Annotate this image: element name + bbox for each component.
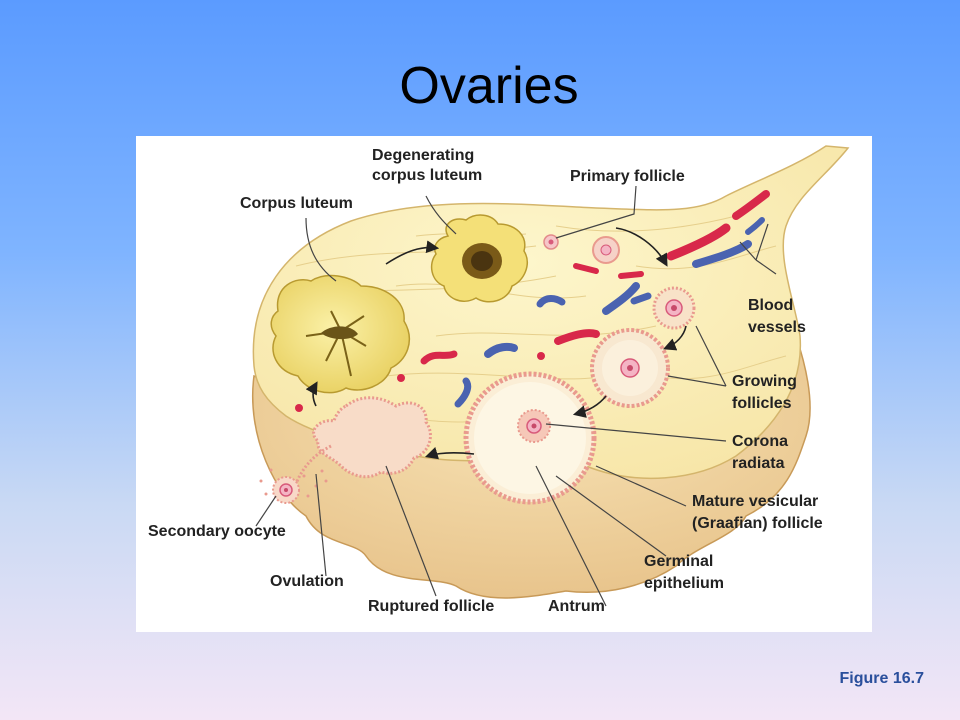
slide-title: Ovaries bbox=[399, 57, 579, 115]
figure-caption: Figure 16.7 bbox=[839, 670, 924, 687]
growing-follicle-large bbox=[590, 328, 670, 408]
label-ruptured-follicle: Ruptured follicle bbox=[368, 598, 495, 615]
leader-lines bbox=[255, 185, 777, 607]
label-antrum: Antrum bbox=[548, 598, 605, 615]
mature-vesicular-follicle bbox=[463, 371, 597, 505]
cycle-arrows bbox=[305, 227, 687, 460]
label-growing-follicles-1: Growing bbox=[732, 373, 797, 390]
corpus-luteum bbox=[270, 274, 410, 394]
growing-follicle-small bbox=[652, 286, 696, 330]
label-primary-follicle: Primary follicle bbox=[570, 168, 685, 185]
primary-follicle bbox=[543, 234, 559, 250]
label-ovulation: Ovulation bbox=[270, 573, 344, 590]
label-mature-follicle-2: (Graafian) follicle bbox=[692, 515, 823, 532]
degenerating-corpus-luteum bbox=[430, 214, 528, 303]
label-degenerating-1: Degenerating bbox=[372, 147, 475, 164]
label-corpus-luteum: Corpus luteum bbox=[240, 195, 353, 212]
small-follicle bbox=[592, 236, 620, 264]
ruptured-follicle bbox=[294, 396, 432, 485]
label-secondary-oocyte: Secondary oocyte bbox=[148, 523, 286, 540]
label-mature-follicle-1: Mature vesicular bbox=[692, 493, 819, 510]
label-degenerating-2: corpus luteum bbox=[372, 167, 483, 184]
label-blood-vessels-2: vessels bbox=[748, 319, 806, 336]
label-corona-radiata-2: radiata bbox=[732, 455, 785, 472]
ovary-illustration bbox=[252, 145, 850, 607]
label-corona-radiata-1: Corona bbox=[732, 433, 788, 450]
label-blood-vessels-1: Blood bbox=[748, 297, 794, 314]
label-germinal-epithelium-2: epithelium bbox=[644, 575, 725, 592]
label-growing-follicles-2: follicles bbox=[732, 395, 792, 412]
label-germinal-epithelium-1: Germinal bbox=[644, 553, 714, 570]
ovary-diagram-panel: Degenerating corpus luteum Primary folli… bbox=[136, 136, 872, 632]
blood-vessels bbox=[295, 190, 770, 412]
